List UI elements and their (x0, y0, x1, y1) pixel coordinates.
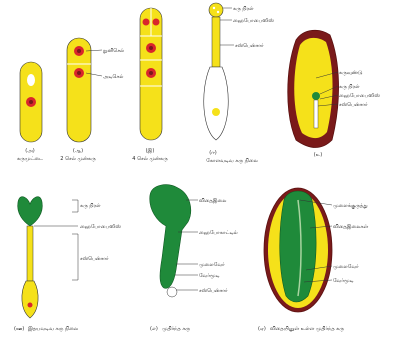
globular-embryo-proper-label: கரு நிரள் (233, 6, 254, 12)
stage-two-cell: நுனிசெல் அடிசெல் (ஆ) 2 செல் முன்கரு (60, 38, 124, 162)
seed-cotyledons-label: விதைஇலைகள் (333, 224, 369, 230)
heart-embryo-proper-label: கரு நிரள் (339, 84, 360, 90)
mature-caption: முதிர்ந்த கரு (162, 326, 191, 332)
four-cell-caption: 4 செல் முன்கரு (132, 156, 168, 162)
seed-mark: (ஏ) (258, 326, 266, 332)
globular-suspensor-label: சஸ்பென்சார் (235, 43, 264, 49)
heart-mark: (உ) (314, 152, 322, 158)
torpedo-suspensor (27, 226, 33, 281)
two-cell-mark: (ஆ) (73, 148, 83, 154)
seed-root-cap-label: வேர்மூடி (333, 278, 353, 284)
seed-radicle-label: முளைவேர் (333, 264, 359, 270)
heart-axis-label: கருவுண்டு (339, 70, 363, 76)
heart-embryo (312, 92, 320, 100)
zygote-caption: கருமுட்டை (17, 156, 43, 162)
seed-plumule-label: முளைக்குருத்து (333, 203, 368, 209)
mature-suspensor-label: சஸ்பென்சார் (199, 288, 228, 294)
stage-torpedo: கரு நிரள் ஹைபோபைஸிஸ் சஸ்பென்சார் (ஊ) இதய… (14, 197, 121, 332)
globular-hypophysis-label: ஹைபோபைஸிஸ் (233, 18, 274, 24)
zygote-vacuole (27, 74, 35, 86)
stage-four-cell: (இ) 4 செல் முன்கரு (132, 8, 168, 162)
stage-globular: கரு நிரள் ஹைபோபைஸிஸ் சஸ்பென்சார் (ஈ) கோள… (204, 3, 275, 164)
torpedo-mark: (ஊ) (14, 326, 24, 332)
mature-embryo (150, 185, 191, 289)
globular-mark: (ஈ) (209, 150, 216, 156)
mature-radicle-label: வேர்மூடி (199, 273, 219, 279)
zygote-mark: (அ) (25, 148, 35, 154)
stage-mature: விதைஇலை ஹைபோகாட்டில் முளைவேர் வேர்மூடி ச… (150, 185, 238, 332)
globular-embryo-proper (209, 3, 223, 17)
endosperm (294, 38, 332, 138)
globular-suspensor (212, 17, 220, 67)
two-cell-caption: 2 செல் முன்கரு (60, 156, 96, 162)
stage-zygote: (அ) கருமுட்டை (17, 62, 43, 162)
seed-embryo (280, 191, 316, 302)
seed-caption: விதையினுள் உள்ள முதிர்ந்த கரு (270, 326, 344, 332)
globular-caption: கோளவடிவ கரு நிலை (206, 158, 257, 164)
mature-cotyledon-label: விதைஇலை (199, 198, 226, 204)
mature-hypocotyl-label: ஹைபோகாட்டில் (199, 230, 238, 236)
stage-seed: முளைக்குருத்து விதைஇலைகள் முளைவேர் வேர்ம… (258, 188, 369, 332)
torpedo-suspensor-label: சஸ்பென்சார் (80, 256, 109, 262)
torpedo-hypophysis-label: ஹைபோபைஸிஸ் (80, 224, 121, 230)
torpedo-caption: இதயவடிவ கரு நிலை (28, 326, 78, 332)
torpedo-embryo-proper-label: கரு நிரள் (80, 203, 101, 209)
mature-plumule-label: முளைவேர் (199, 262, 225, 268)
stage-heart: கருவுண்டு கரு நிரள் ஹைபோபைஸிஸ் சஸ்பென்சா… (288, 30, 381, 158)
globular-basal-cell (204, 67, 229, 140)
torpedo-embryo-proper (18, 197, 43, 226)
heart-suspensor-label: சஸ்பென்சார் (339, 102, 368, 108)
four-cell-mark: (இ) (146, 148, 155, 154)
heart-hypophysis-label: ஹைபோபைஸிஸ் (339, 93, 380, 99)
mature-mark: (எ) (150, 326, 158, 332)
apical-cell-label: நுனிசெல் (103, 48, 124, 54)
basal-cell-label: அடிசெல் (103, 74, 123, 80)
